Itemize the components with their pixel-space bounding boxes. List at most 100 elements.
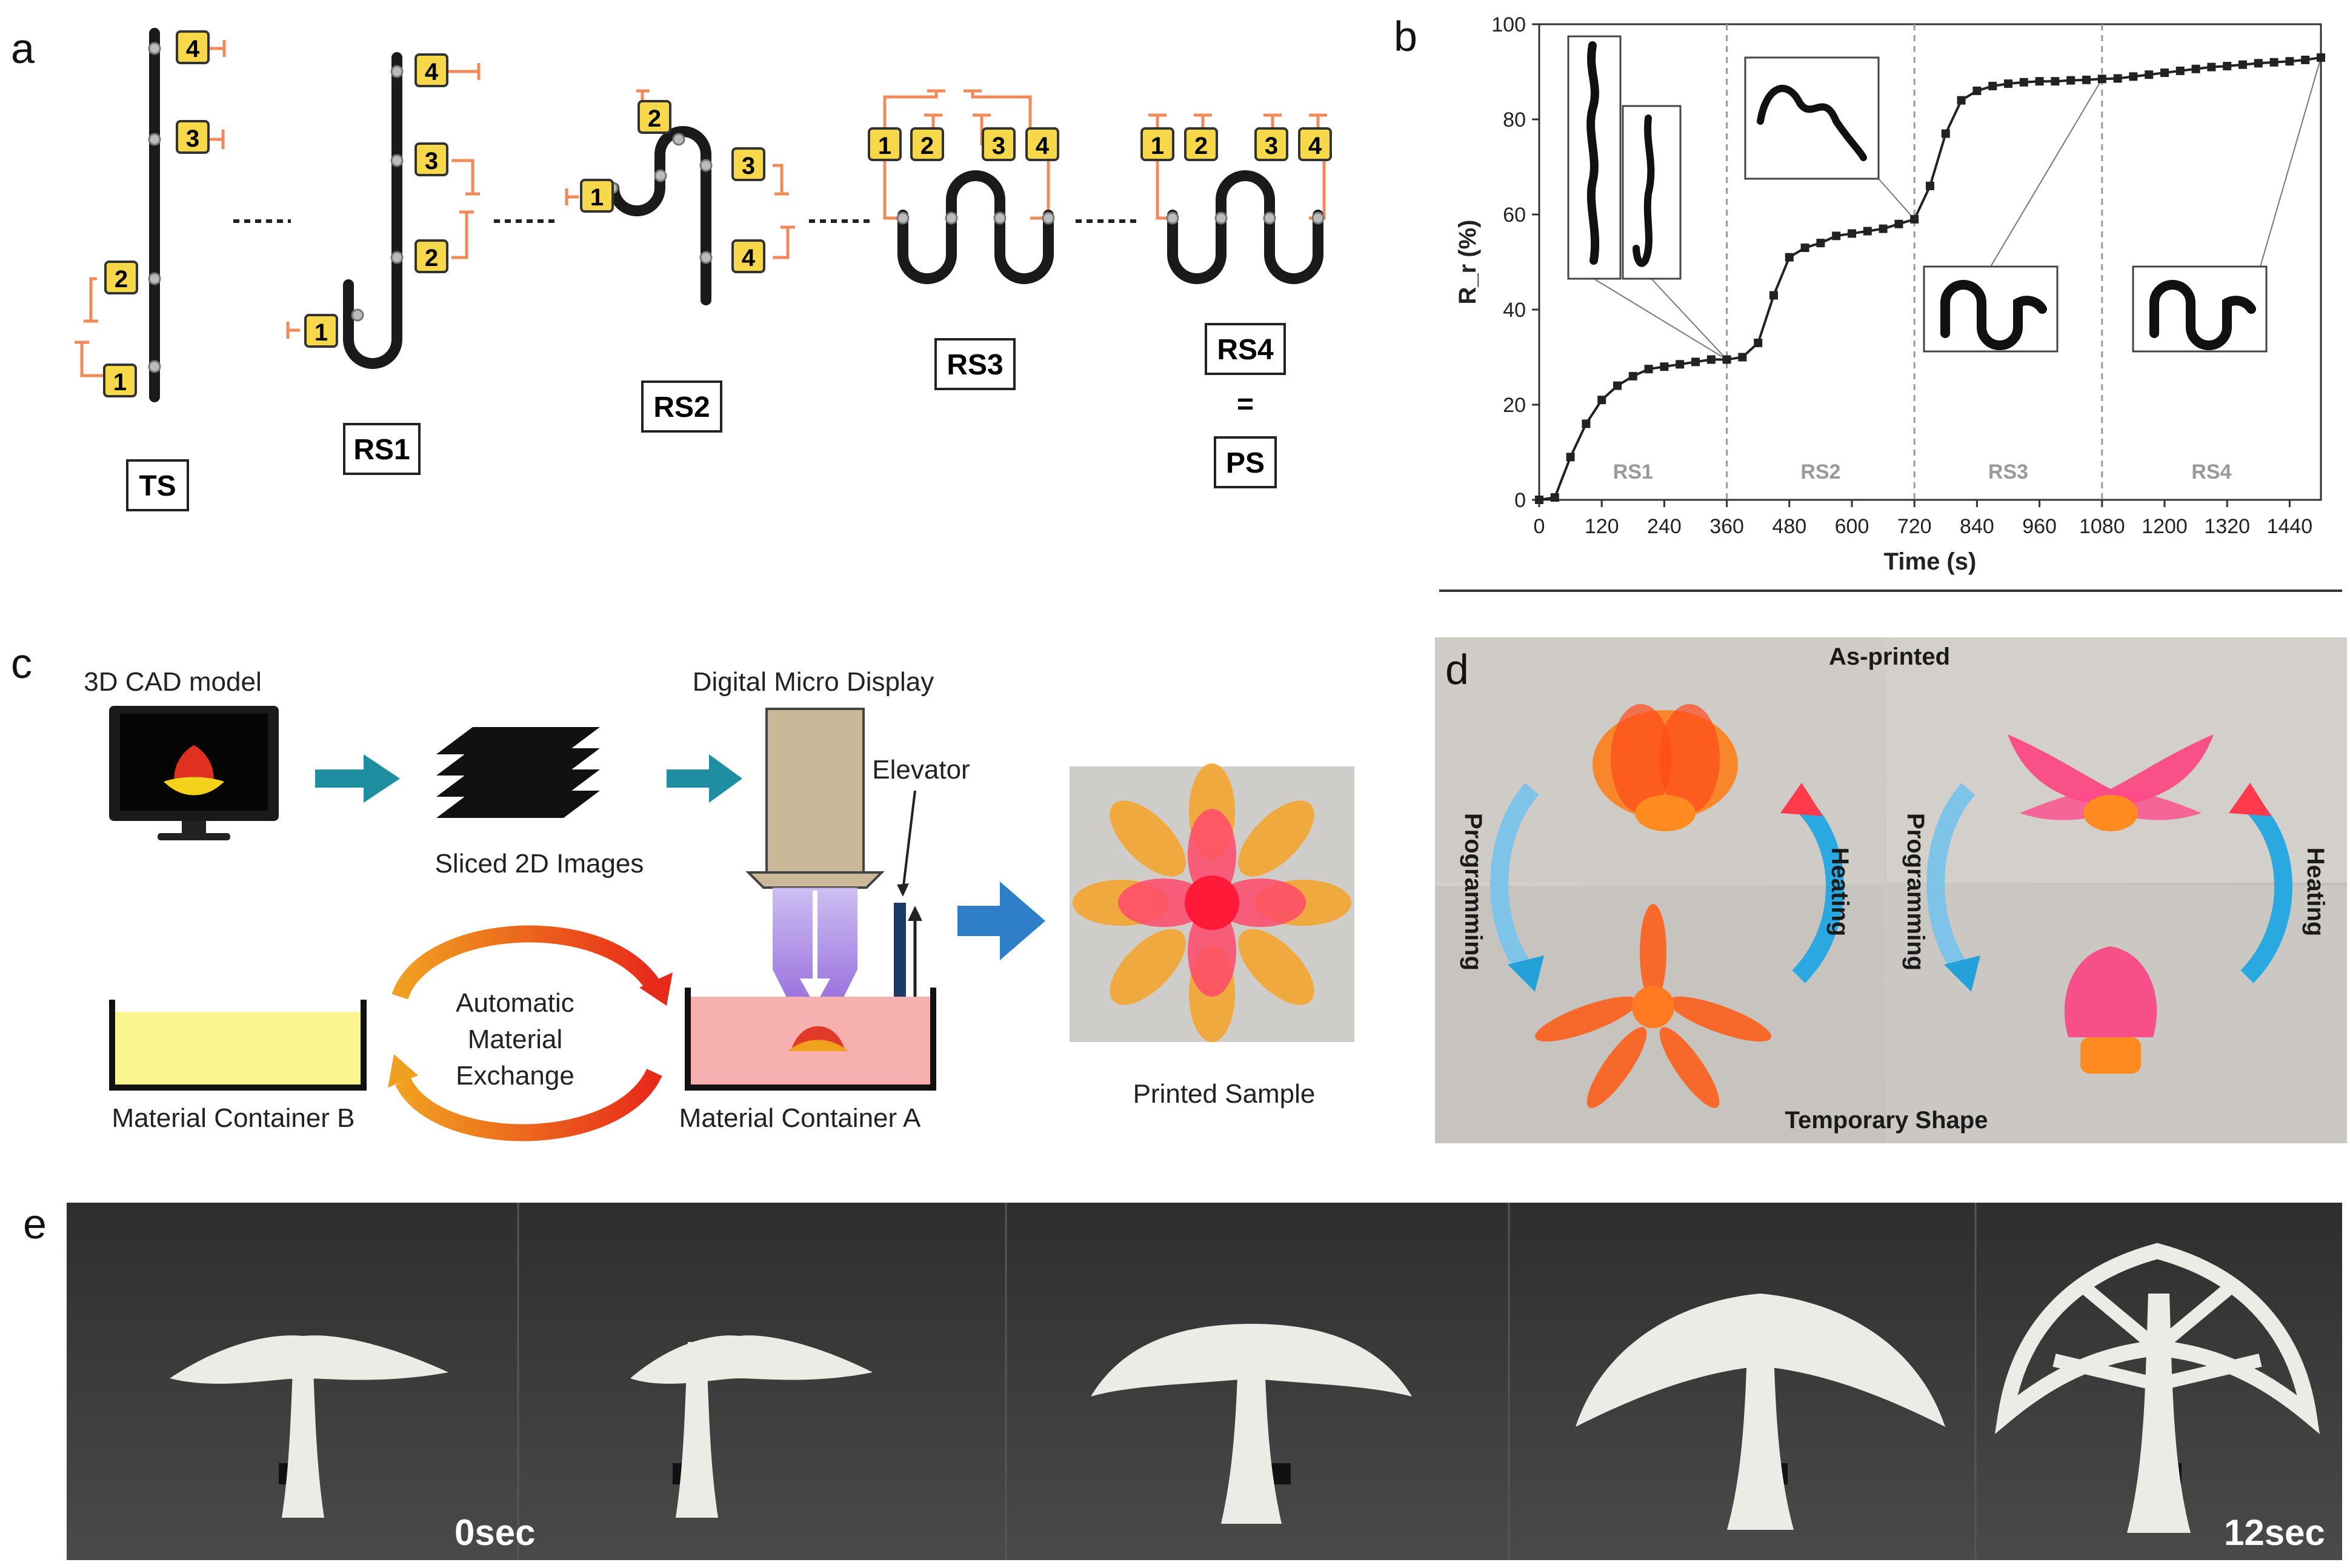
data-point [2035,77,2044,86]
x-tick-label: 120 [1585,515,1619,538]
x-tick-label: 1080 [2079,515,2125,538]
y-axis-label: R_r (%) [1454,219,1481,304]
temporary-star-1 [1535,904,1771,1108]
svg-text:4: 4 [425,59,439,85]
x-tick-label: 840 [1960,515,1994,538]
printing-arrow [957,882,1045,960]
data-point [2066,76,2075,85]
as-printed-label: As-printed [1829,643,1950,670]
data-point [1628,371,1637,380]
svg-text:2: 2 [115,266,128,293]
x-tick-label: 1200 [2142,515,2188,538]
panel-a-markers: 4 3 2 1 4 3 2 1 2 3 4 1 1 2 3 4 1 2 3 4 [103,30,1332,397]
container-a [685,988,936,1091]
data-point [1879,224,1888,233]
data-point [2097,75,2106,84]
temporary-bud-2 [2064,946,2157,1074]
x-tick-label: 1320 [2204,515,2250,538]
data-point [1550,493,1559,502]
y-tick-label: 0 [1514,489,1526,512]
data-point [1988,82,1997,91]
panel-a-strips [149,28,1323,402]
stage-rs2: RS2 [653,391,710,424]
y-tick-label: 40 [1503,299,1526,322]
data-point [1613,381,1622,390]
data-point [2191,64,2200,73]
data-point [2145,70,2154,79]
data-point [2082,75,2091,84]
display-base [745,871,885,889]
x-tick-label: 480 [1772,515,1806,538]
heating-label-2: Heating [2302,848,2329,937]
svg-text:3: 3 [1265,133,1278,159]
stage-ps: PS [1226,447,1265,479]
panel-label-b: b [1394,13,1417,60]
x-tick-label: 360 [1709,515,1744,538]
panel-c-diagram: 3D CAD model Sliced 2D Images Digital Mi… [84,667,1354,1141]
inset-leader [2260,57,2322,267]
programming-label-2: Programming [1902,813,1929,971]
programming-label-1: Programming [1460,813,1486,971]
x-tick-label: 960 [2022,515,2057,538]
panel-b-bottom-rule [1439,590,2342,592]
svg-text:1: 1 [315,319,328,346]
data-point [1676,360,1685,369]
inset-leader [1651,278,1728,360]
panel-label-a: a [11,25,35,72]
svg-text:1: 1 [113,369,127,396]
x-tick-label: 1440 [2267,515,2313,538]
data-point [1644,365,1653,374]
data-point [1535,496,1543,504]
data-point [1957,96,1966,105]
panel-c-teal-arrows [315,754,742,803]
tree-frame-3 [1091,1324,1412,1524]
region-label: RS3 [1988,460,2028,483]
data-point [2004,79,2012,88]
cad-label: 3D CAD model [84,667,261,697]
panel-e-photo-strip: 0sec 12sec [67,1203,2342,1560]
inset-leader [1593,278,1728,360]
display-label: Digital Micro Display [693,667,934,697]
data-point [2175,66,2185,75]
data-point [1566,453,1575,462]
data-point [1769,291,1778,300]
data-point [1582,419,1591,428]
x-tick-label: 240 [1647,515,1682,538]
x-tick-label: 0 [1534,515,1545,538]
data-point [1941,129,1950,138]
svg-text:3: 3 [742,153,755,179]
data-point [1972,86,1982,95]
data-point [2129,72,2138,81]
stage-equals: = [1237,388,1254,420]
data-point [1816,239,1825,248]
chart-insets [1567,35,2268,353]
container-b [109,1000,367,1091]
exchange-label-1: Automatic [456,988,574,1018]
inset-leader [1990,78,2103,267]
panel-a-diagram: 4 3 2 1 4 3 2 1 2 3 4 1 1 2 3 4 1 2 3 4 … [75,28,1332,511]
panel-d-photo: As-printed Temporary Shape Programming H… [1435,637,2347,1143]
data-point [1785,253,1794,262]
panel-label-e: e [23,1200,47,1247]
data-point [2160,68,2169,78]
data-point [1848,229,1856,238]
panel-a-joints [148,42,1325,373]
panel-a-stage-labels: TS RS1 RS2 RS3 RS4 = PS [126,323,1286,511]
svg-text:1: 1 [1151,133,1164,159]
data-point [2207,62,2216,71]
tree-frame-2 [630,1335,873,1518]
container-a-label: Material Container A [679,1103,921,1133]
data-point [2019,78,2028,87]
data-point [1832,231,1841,241]
as-printed-flower-1 [1593,704,1738,831]
as-printed-flower-2 [2008,734,2214,831]
region-label: RS2 [1800,460,1840,483]
svg-text:2: 2 [648,105,661,132]
data-point [1863,227,1872,236]
exchange-arrow-bottom [395,1068,662,1141]
data-point [1597,396,1606,405]
svg-text:2: 2 [920,133,934,159]
exchange-label-2: Material [468,1025,563,1054]
svg-text:2: 2 [425,245,438,271]
tree-frame-4 [1576,1294,1945,1530]
